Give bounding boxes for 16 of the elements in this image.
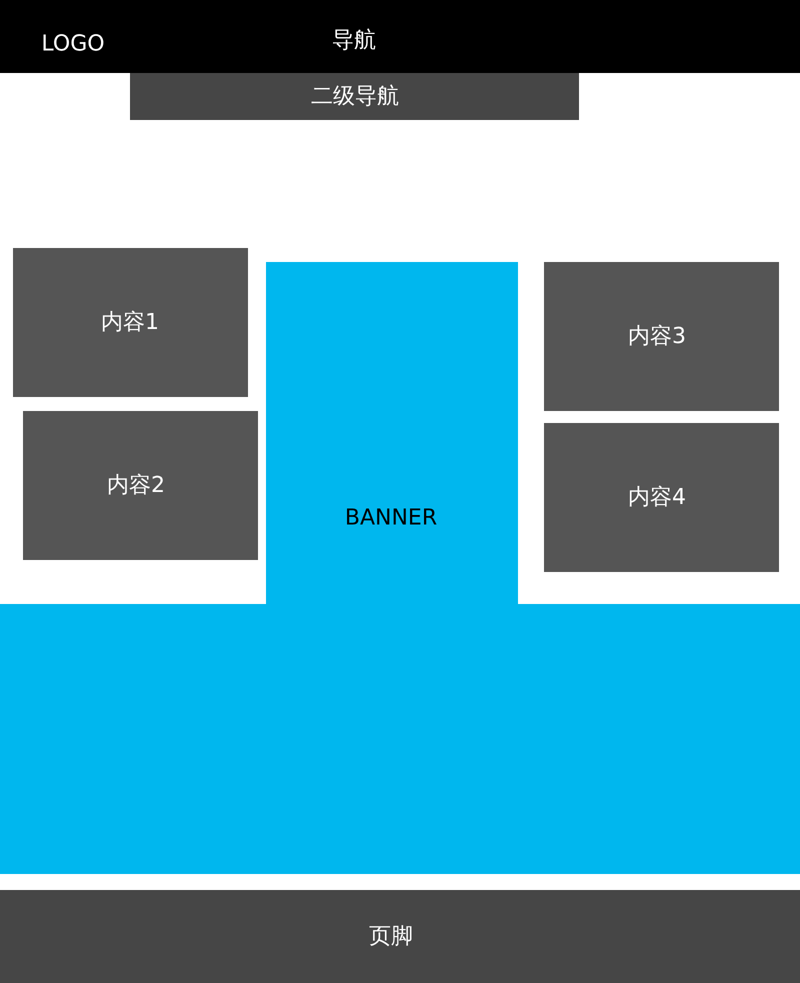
block-label: 内容1 <box>101 309 159 337</box>
content-panel <box>544 262 779 411</box>
content-panel <box>13 248 248 397</box>
navigation-bar <box>0 0 800 73</box>
block-label: LOGO <box>41 32 105 56</box>
block-label: BANNER <box>344 506 438 530</box>
block-label: 内容3 <box>628 323 686 351</box>
block-label: 导航 <box>332 27 376 55</box>
content-panel <box>544 423 779 572</box>
content-panel <box>23 411 258 560</box>
footer-bar <box>0 890 800 983</box>
block-label: 内容4 <box>628 484 686 512</box>
block-label: 二级导航 <box>311 83 399 111</box>
block-label: 页脚 <box>369 923 413 951</box>
block-label: 内容2 <box>107 472 165 500</box>
secondary-nav-bar <box>130 73 579 120</box>
